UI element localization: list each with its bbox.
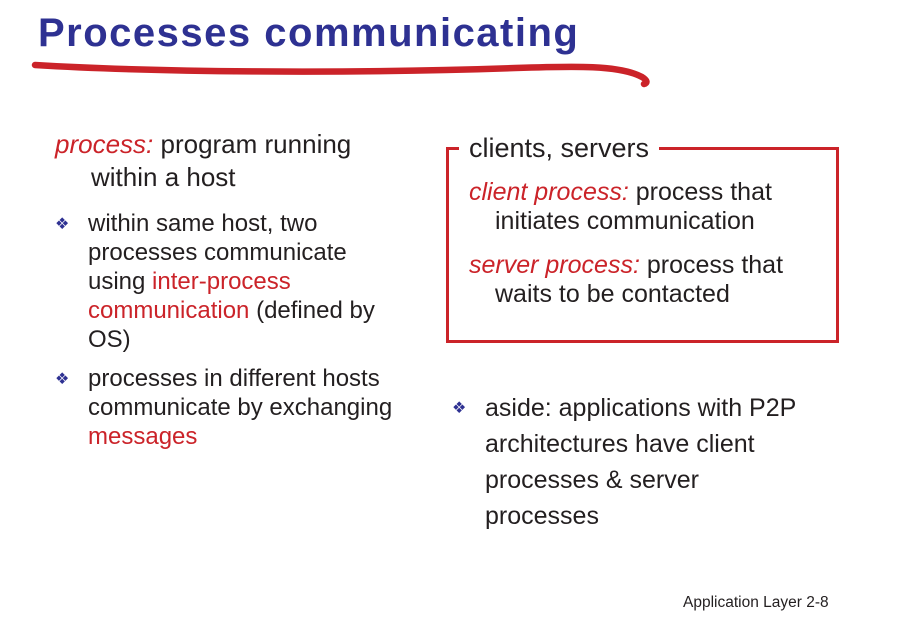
server-process-text: process that waits to be contacted bbox=[495, 251, 784, 308]
client-process-definition: client process: process that initiates c… bbox=[469, 178, 824, 236]
slide-number: Application Layer 2-8 bbox=[683, 594, 829, 611]
process-definition: process: program running within a host bbox=[55, 128, 398, 194]
bullet-different-hosts: ❖ processes in different hosts communica… bbox=[55, 364, 398, 451]
aside-bullet: ❖ aside: applications with P2P architect… bbox=[452, 390, 812, 534]
server-process-definition: server process: process that waits to be… bbox=[469, 251, 824, 309]
bullet-same-host-pre: within same host, two processes communic… bbox=[88, 210, 347, 295]
client-process-text: process that initiates communication bbox=[495, 178, 772, 235]
diamond-bullet-icon: ❖ bbox=[452, 398, 467, 417]
process-term: process: bbox=[55, 129, 154, 159]
diamond-bullet-icon: ❖ bbox=[55, 369, 70, 388]
clients-servers-box: clients, servers client process: process… bbox=[446, 130, 839, 343]
bullet-different-hosts-pre: processes in different hosts communicate… bbox=[88, 365, 393, 421]
bullet-same-host-text: within same host, two processes communic… bbox=[88, 209, 398, 354]
slide-title: Processes communicating bbox=[38, 11, 580, 55]
title-underline-swoosh bbox=[31, 61, 650, 88]
aside-text: aside: applications with P2P architectur… bbox=[485, 394, 796, 530]
clients-servers-box-label: clients, servers bbox=[459, 130, 660, 166]
bullet-different-hosts-highlight: messages bbox=[88, 423, 198, 450]
client-process-term: client process: bbox=[469, 178, 629, 206]
diamond-bullet-icon: ❖ bbox=[55, 214, 70, 233]
clients-servers-box-body: client process: process that initiates c… bbox=[449, 150, 836, 309]
bullet-different-hosts-text: processes in different hosts communicate… bbox=[88, 364, 398, 451]
process-definition-text: program running within a host bbox=[91, 129, 352, 192]
bullet-same-host: ❖ within same host, two processes commun… bbox=[55, 209, 398, 354]
bullet-same-host-post: (defined by OS) bbox=[88, 297, 375, 353]
left-column: process: program running within a host ❖… bbox=[55, 128, 398, 461]
server-process-term: server process: bbox=[469, 251, 640, 279]
bullet-same-host-highlight: inter-process communication bbox=[88, 268, 291, 324]
left-bullet-list: ❖ within same host, two processes commun… bbox=[55, 209, 398, 451]
